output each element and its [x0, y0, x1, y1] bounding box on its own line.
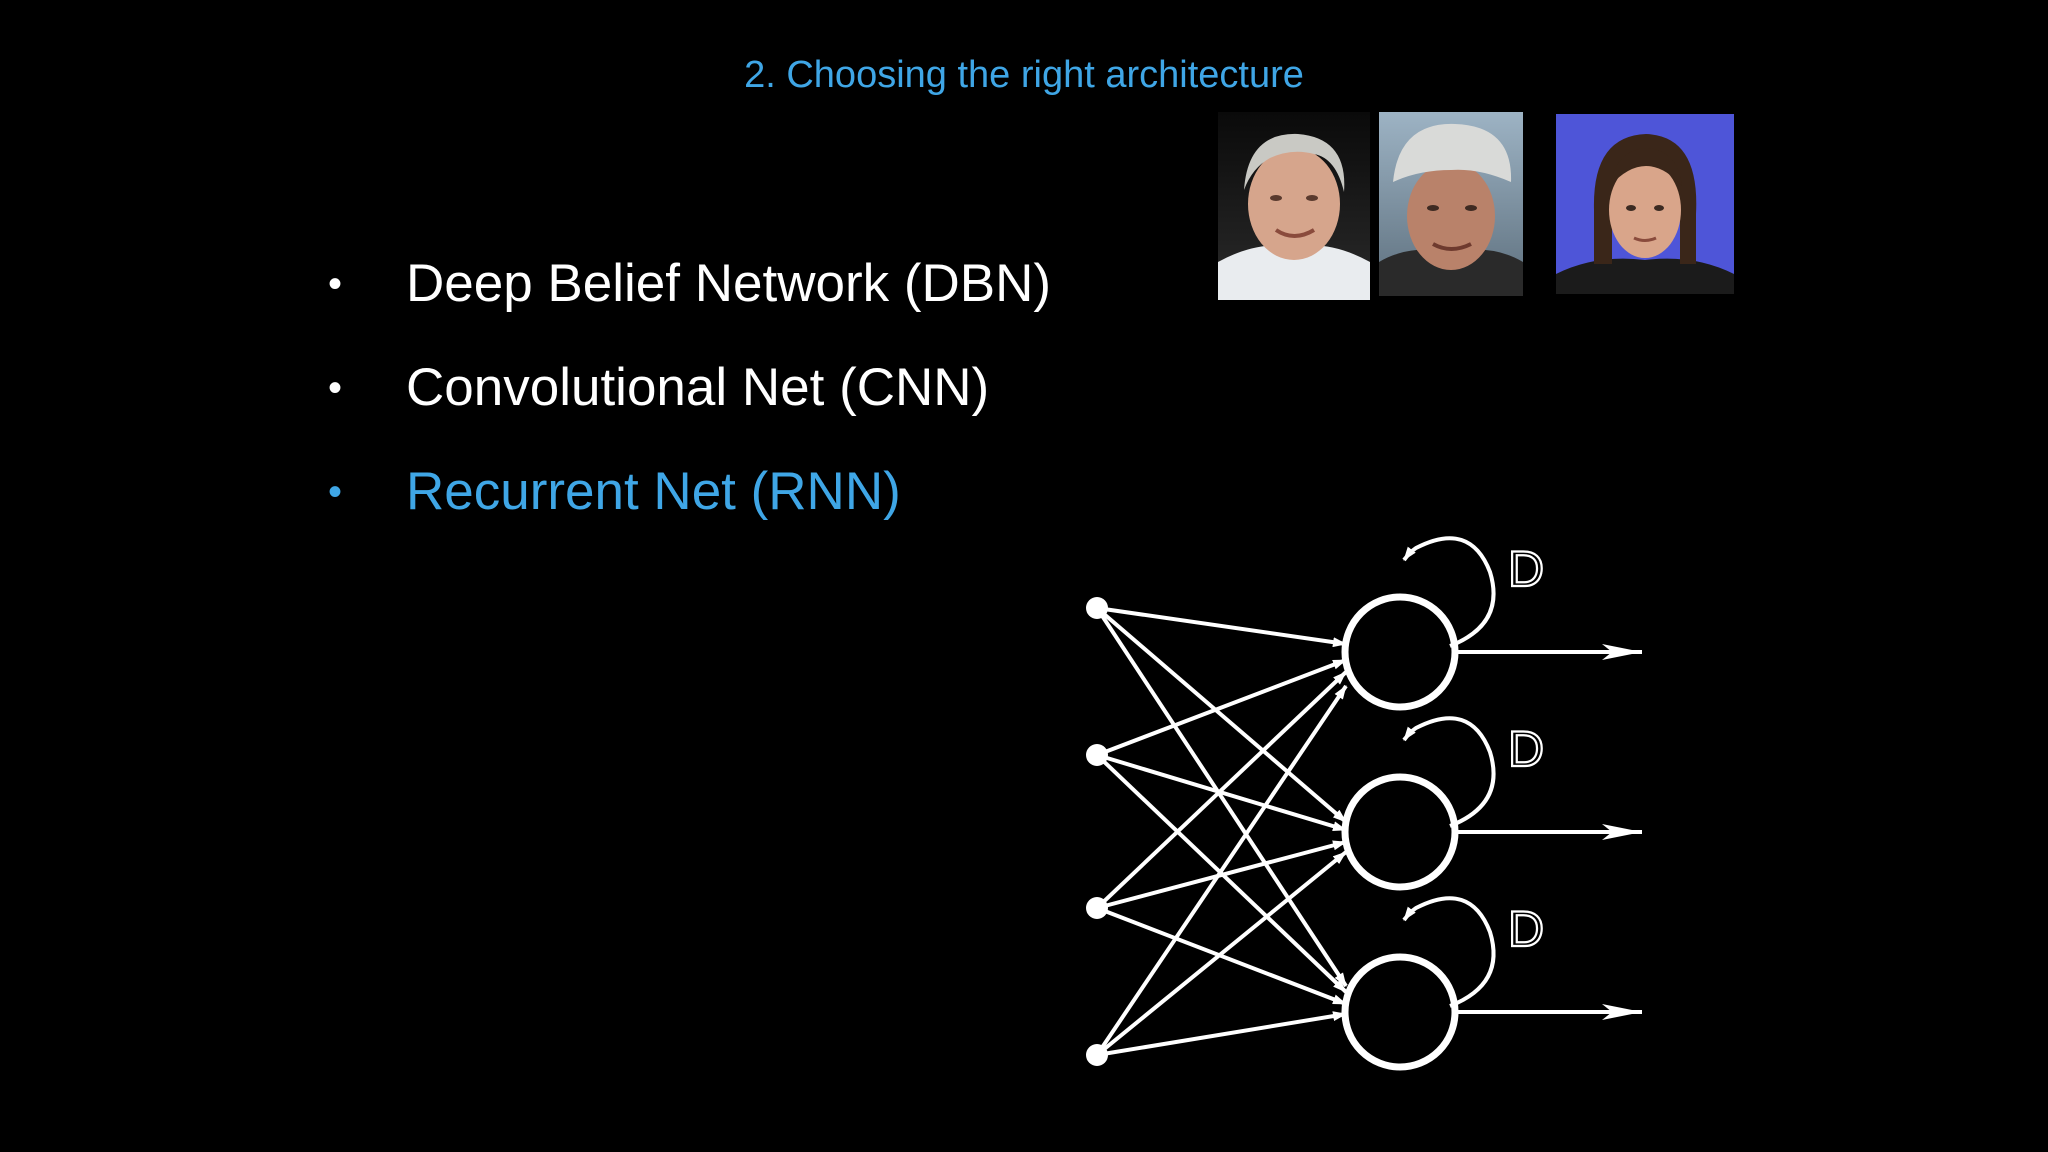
portrait-1-image: [1218, 112, 1370, 300]
hidden-node: [1341, 773, 1459, 891]
hidden-node: [1341, 593, 1459, 711]
recurrent-unit-1: D: [1341, 536, 1642, 711]
connection-arrow: [1096, 658, 1347, 757]
connection-arrow: [1095, 684, 1348, 1057]
portrait-3-image: [1556, 114, 1734, 294]
bullet-dot: •: [328, 366, 343, 410]
bullet-label: Recurrent Net (RNN): [406, 462, 901, 521]
bullet-list: • Deep Belief Network (DBN) • Convolutio…: [328, 248, 1051, 560]
self-loop-arrow: [1402, 896, 1496, 1008]
rnn-diagram: D D D: [1086, 536, 1642, 1071]
recurrent-unit-3: D: [1341, 896, 1642, 1071]
bullet-item-dbn: • Deep Belief Network (DBN): [328, 248, 1051, 352]
bullet-item-cnn: • Convolutional Net (CNN): [328, 352, 1051, 456]
portrait-photo-2: [1379, 112, 1523, 296]
connection-arrow: [1096, 1011, 1347, 1057]
slide-title: 2. Choosing the right architecture: [744, 54, 1304, 96]
connection-arrows: [1095, 606, 1348, 1057]
self-loop-arrow: [1402, 536, 1496, 648]
connection-arrow: [1096, 606, 1347, 648]
input-node: [1086, 597, 1108, 619]
delay-label: D: [1508, 721, 1544, 777]
portrait-photo-1: [1218, 112, 1370, 300]
input-nodes: [1086, 597, 1108, 1066]
portrait-2-image: [1379, 112, 1523, 296]
connection-arrow: [1095, 606, 1348, 824]
input-node: [1086, 1044, 1108, 1066]
connection-arrow: [1095, 606, 1348, 988]
bullet-label: Deep Belief Network (DBN): [406, 254, 1052, 313]
input-node: [1086, 744, 1108, 766]
recurrent-unit-2: D: [1341, 716, 1642, 891]
bullet-item-rnn: • Recurrent Net (RNN): [328, 456, 1051, 560]
delay-label: D: [1508, 541, 1544, 597]
connection-arrow: [1095, 850, 1348, 1057]
self-loop-arrow: [1402, 716, 1496, 828]
delay-label: D: [1508, 901, 1544, 957]
connection-arrow: [1095, 670, 1348, 910]
portrait-photo-3: [1556, 114, 1734, 294]
input-node: [1086, 897, 1108, 919]
hidden-node: [1341, 953, 1459, 1071]
bullet-dot: •: [328, 262, 343, 306]
bullet-dot: •: [328, 470, 343, 514]
bullet-label: Convolutional Net (CNN): [406, 358, 990, 417]
connection-arrow: [1096, 840, 1347, 910]
